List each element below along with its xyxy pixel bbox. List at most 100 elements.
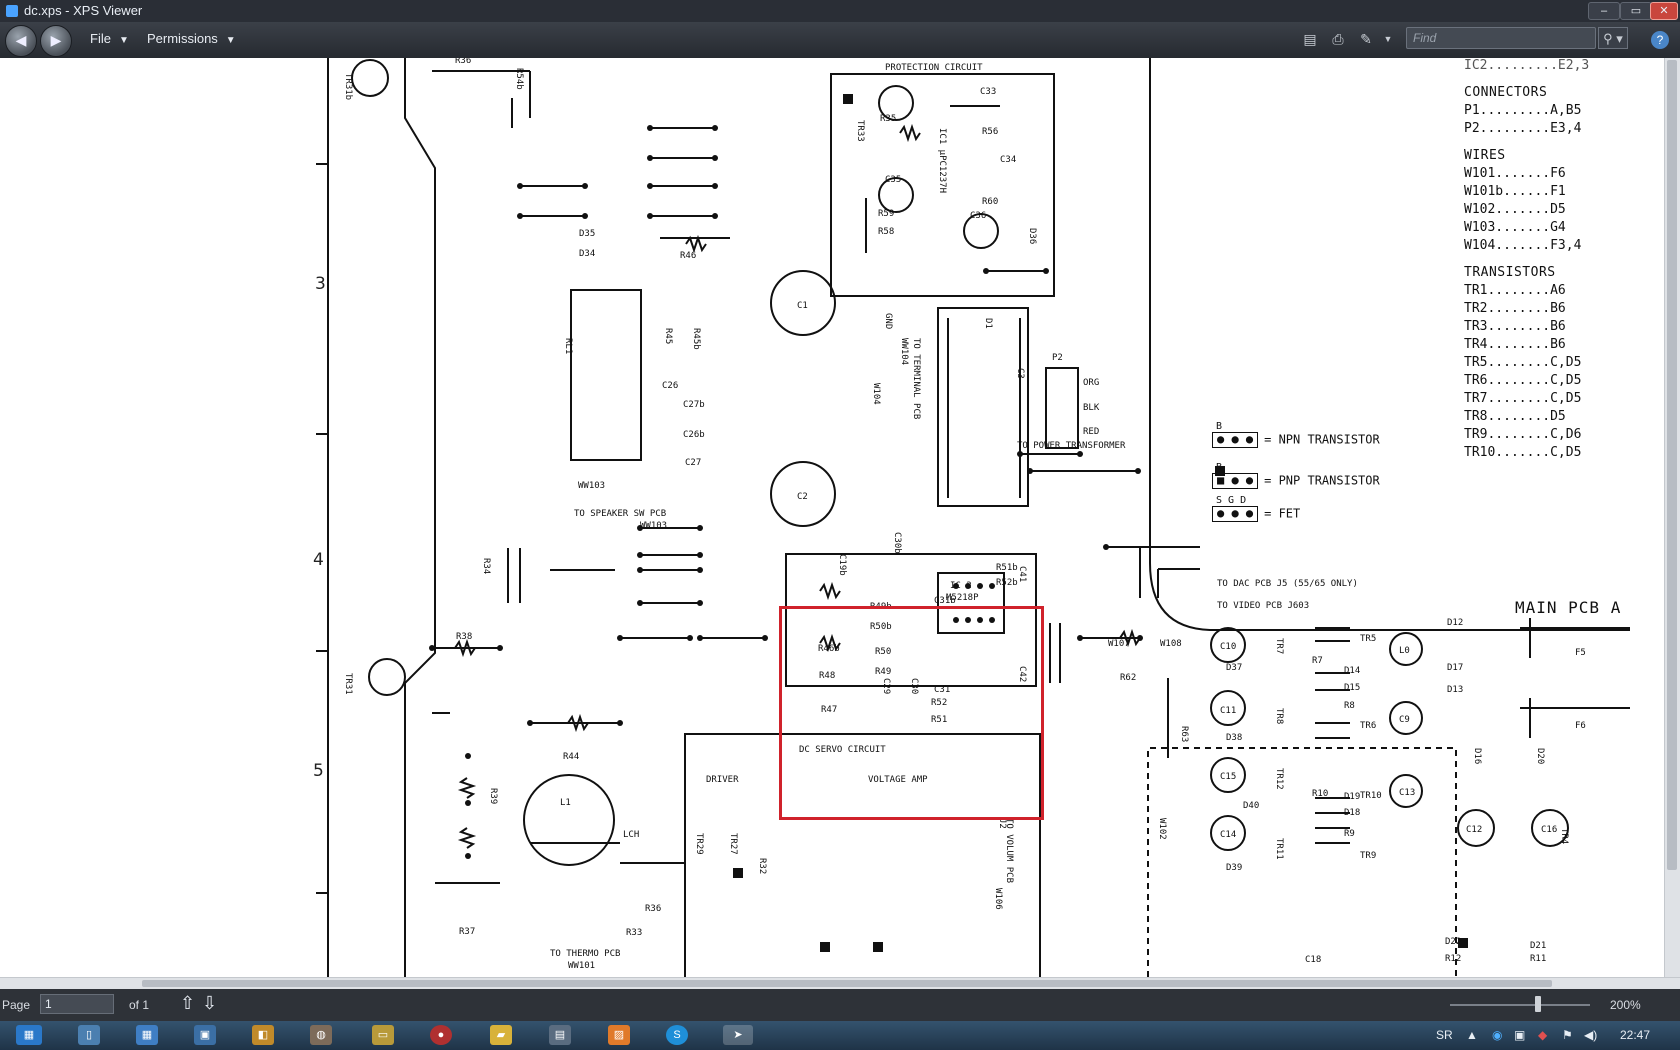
svg-text:C14: C14 [1220,830,1236,840]
svg-text:R49: R49 [875,667,891,677]
document-outline-icon[interactable]: ▤ [1303,31,1317,47]
svg-text:C19b: C19b [837,554,847,576]
svg-text:R7: R7 [1312,656,1323,666]
svg-text:TO POWER TRANSFORMER: TO POWER TRANSFORMER [1017,441,1126,451]
calendar-app-icon[interactable]: ▦ [136,1025,158,1045]
dc-servo-highlight-box [779,606,1044,820]
svg-text:IC1 µPC1237H: IC1 µPC1237H [937,128,947,193]
legend-npn-label: = NPN TRANSISTOR [1264,432,1380,447]
zoom-slider[interactable] [1450,1004,1590,1006]
svg-text:R51b: R51b [996,563,1018,573]
close-button[interactable]: ✕ [1650,2,1678,20]
svg-text:R60: R60 [982,197,998,207]
fet-symbol-icon: ● ● ● [1212,506,1259,522]
legend-fet-label: = FET [1264,506,1301,521]
svg-text:R54b: R54b [514,68,524,90]
search-icon: ⚲ [1603,31,1613,46]
document-viewport[interactable]: 3 4 5 [0,58,1664,977]
svg-text:W106: W106 [993,888,1003,910]
game-app-icon[interactable]: ◍ [310,1025,332,1045]
page-number-input[interactable]: 1 [40,994,114,1014]
zoom-level: 200% [1610,998,1641,1012]
next-page-icon[interactable]: ⇩ [202,993,218,1013]
flag-tray-icon[interactable]: ⚑ [1562,1028,1573,1042]
previous-page-icon[interactable]: ⇧ [180,993,196,1013]
svg-text:J2: J2 [997,818,1007,829]
search-button[interactable]: ⚲ ▾ [1598,27,1628,49]
svg-text:C11: C11 [1220,706,1236,716]
svg-text:D15: D15 [1344,683,1360,693]
index-entry: W102.......D5 [1464,202,1566,217]
svg-text:C16: C16 [1541,825,1557,835]
svg-text:C13: C13 [1399,788,1415,798]
svg-text:D34: D34 [579,249,595,259]
chevron-down-icon[interactable]: ▼ [1383,34,1393,44]
help-icon[interactable]: ? [1651,31,1669,49]
svg-text:C35: C35 [885,175,901,185]
vertical-scrollbar[interactable] [1664,58,1680,977]
file-menu[interactable]: File▼ [90,31,129,46]
file-menu-label: File [90,31,111,46]
back-button[interactable]: ◀ [5,25,37,57]
svg-text:R62: R62 [1120,673,1136,683]
svg-text:R63: R63 [1179,726,1189,742]
svg-text:C31: C31 [934,685,950,695]
print-icon[interactable]: ⎙ [1332,31,1344,47]
minimize-button[interactable]: – [1588,2,1620,20]
tray-expand-icon[interactable]: ▲ [1466,1028,1478,1042]
svg-text:PROTECTION CIRCUIT: PROTECTION CIRCUIT [885,63,983,73]
xps-viewer-taskbar-button[interactable]: ➤ [723,1025,753,1045]
svg-text:TO TERMINAL PCB: TO TERMINAL PCB [911,338,921,419]
document-app-icon[interactable]: ▯ [78,1025,100,1045]
zoom-slider-thumb[interactable] [1535,996,1541,1012]
forward-button[interactable]: ▶ [40,25,72,57]
toolbar: ◀ ▶ File▼ Permissions▼ ▤ ⎙ ✎ ▼ Find ⚲ ▾ … [0,22,1680,58]
maximize-button[interactable]: ▭ [1620,2,1652,20]
skype-icon[interactable]: S [666,1025,688,1045]
legend-pnp-label: = PNP TRANSISTOR [1264,473,1380,488]
svg-text:TR29: TR29 [694,833,704,855]
status-bar: Page 1 of 1 ⇧ ⇩ 200% [0,989,1680,1021]
svg-text:C27b: C27b [683,400,705,410]
horizontal-scroll-thumb[interactable] [142,980,1552,987]
index-entry: TR5........C,D5 [1464,355,1582,370]
svg-text:D17: D17 [1447,663,1463,673]
svg-text:C31b: C31b [934,596,956,606]
svg-text:D21: D21 [1530,941,1546,951]
clock[interactable]: 22:47 [1620,1028,1651,1042]
packages-app-icon[interactable]: ◧ [252,1025,274,1045]
svg-text:D19: D19 [1344,792,1360,802]
svg-text:TO VIDEO PCB J603: TO VIDEO PCB J603 [1217,601,1309,611]
start-menu-icon[interactable]: ▦ [16,1025,42,1045]
svg-text:R45: R45 [663,328,673,344]
media-player-icon[interactable]: ● [430,1025,452,1045]
svg-text:C36: C36 [970,211,986,221]
find-input[interactable]: Find [1406,27,1596,49]
xps-viewer-app-icon [6,5,18,17]
svg-text:C26: C26 [662,381,678,391]
signatures-icon[interactable]: ✎ [1360,31,1372,47]
svg-text:C15: C15 [1220,772,1236,782]
svg-text:C29: C29 [881,678,891,694]
paint-app-icon[interactable]: ▨ [608,1025,630,1045]
svg-text:M5218P: M5218P [946,593,979,603]
horizontal-scrollbar[interactable] [0,977,1680,989]
permissions-menu[interactable]: Permissions▼ [147,31,236,46]
volume-icon[interactable]: ◀) [1584,1028,1598,1042]
grid-row-label: 4 [313,550,324,570]
legend-b-label: B [1216,421,1223,432]
skype-tray-icon[interactable]: ◉ [1492,1028,1503,1042]
folders-app-icon[interactable]: ▰ [490,1025,512,1045]
svg-text:RED: RED [1083,427,1099,437]
svg-text:C2: C2 [797,492,808,502]
svg-text:C41: C41 [1017,566,1027,582]
reader-tray-icon[interactable]: ◆ [1538,1028,1548,1042]
language-indicator[interactable]: SR [1436,1028,1453,1042]
index-entry: P2.........E3,4 [1464,121,1582,136]
vertical-scroll-thumb[interactable] [1667,60,1677,870]
image-app-icon[interactable]: ▣ [194,1025,216,1045]
legend-fet: S G D ● ● ●= FET [1212,495,1300,522]
hardware-tray-icon[interactable]: ▣ [1514,1028,1526,1042]
calculator-app-icon[interactable]: ▤ [549,1025,571,1045]
file-explorer-icon[interactable]: ▭ [372,1025,394,1045]
